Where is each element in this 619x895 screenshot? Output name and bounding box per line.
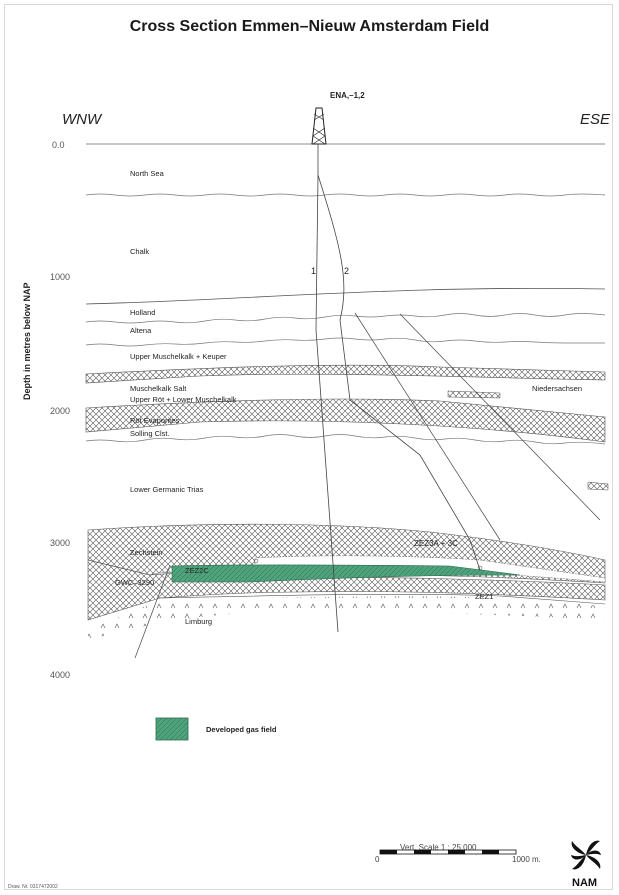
label-solling: Solling Clst.: [130, 429, 170, 438]
well-marker-1: [253, 558, 259, 564]
niedersachsen-salt-block-2: [587, 481, 609, 491]
scale-title: Vert. Scale 1 : 25.000: [400, 843, 477, 852]
label-zez1: ZEZ1: [475, 592, 494, 601]
base-holland-line: [85, 313, 606, 324]
fault-line-1: [354, 312, 501, 541]
well-track-1-label: 1: [311, 266, 317, 276]
label-north-sea: North Sea: [130, 169, 164, 178]
well-track-2: [317, 174, 481, 571]
label-chalk: Chalk: [130, 247, 150, 256]
label-lower-germanic: Lower Germanic Trias: [130, 485, 204, 494]
label-limburg: Limburg: [185, 617, 213, 626]
depth-tick-3000: 3000: [50, 538, 71, 548]
y-axis-label: Depth in metres below NAP: [22, 282, 32, 400]
well-track-2-label: 2: [344, 266, 350, 276]
nam-logo-text: NAM: [572, 877, 598, 889]
drawing-number: Draw. Nr. 0317472002: [8, 884, 58, 890]
label-zez2c: ZEZ2C: [185, 566, 209, 575]
depth-tick-1000: 1000: [50, 272, 71, 282]
direction-east: ESE: [580, 111, 611, 128]
label-altena: Altena: [130, 326, 152, 335]
direction-west: WNW: [62, 111, 102, 128]
rot-evaporites-layer: [85, 398, 606, 443]
page-title: Cross Section Emmen–Nieuw Amsterdam Fiel…: [129, 18, 490, 35]
depth-tick-2000: 2000: [50, 406, 71, 416]
base-north-sea-line: [85, 193, 606, 197]
base-altena-line: [85, 337, 605, 347]
scale-start: 0: [375, 855, 380, 864]
well-name: ENA,–1,2: [330, 91, 365, 100]
muschelkalk-salt-layer: [85, 364, 606, 384]
label-rot-evaporites: Röt Evaporites: [130, 416, 180, 425]
depth-tick-0: 0.0: [52, 140, 65, 150]
label-niedersachsen: Niedersachsen: [532, 384, 583, 393]
sheet-border: [4, 4, 613, 890]
scale-bar: [379, 849, 517, 855]
limburg-top-line: [159, 593, 606, 605]
gas-field-body: [171, 564, 521, 583]
fault-line-2: [399, 313, 601, 521]
base-chalk-line: [85, 287, 606, 305]
depth-tick-4000: 4000: [50, 670, 71, 680]
limburg-layer: [88, 596, 605, 640]
label-zechstein: Zechstein: [130, 548, 163, 557]
legend-label: Developed gas field: [206, 725, 277, 734]
nam-logo-icon: [571, 840, 601, 870]
legend-swatch-hatch: [155, 717, 189, 741]
scale-end: 1000 m.: [512, 855, 541, 864]
label-muschelkalk-salt: Muschelkalk Salt: [130, 384, 187, 393]
label-upper-muschelkalk: Upper Muschelkalk + Keuper: [130, 352, 227, 361]
niedersachsen-salt-block: [447, 390, 501, 399]
well-track-1: [315, 144, 339, 633]
label-gwc: GWC–3290: [115, 578, 155, 587]
label-upper-rot: Upper Röt + Lower Muschelkalk: [130, 395, 237, 404]
label-zez3a: ZEZ3A + 3C: [414, 539, 458, 548]
well-marker-2: [477, 565, 483, 571]
well-derrick-icon: [311, 107, 327, 145]
label-holland: Holland: [130, 308, 156, 317]
base-solling-line: [85, 434, 606, 445]
